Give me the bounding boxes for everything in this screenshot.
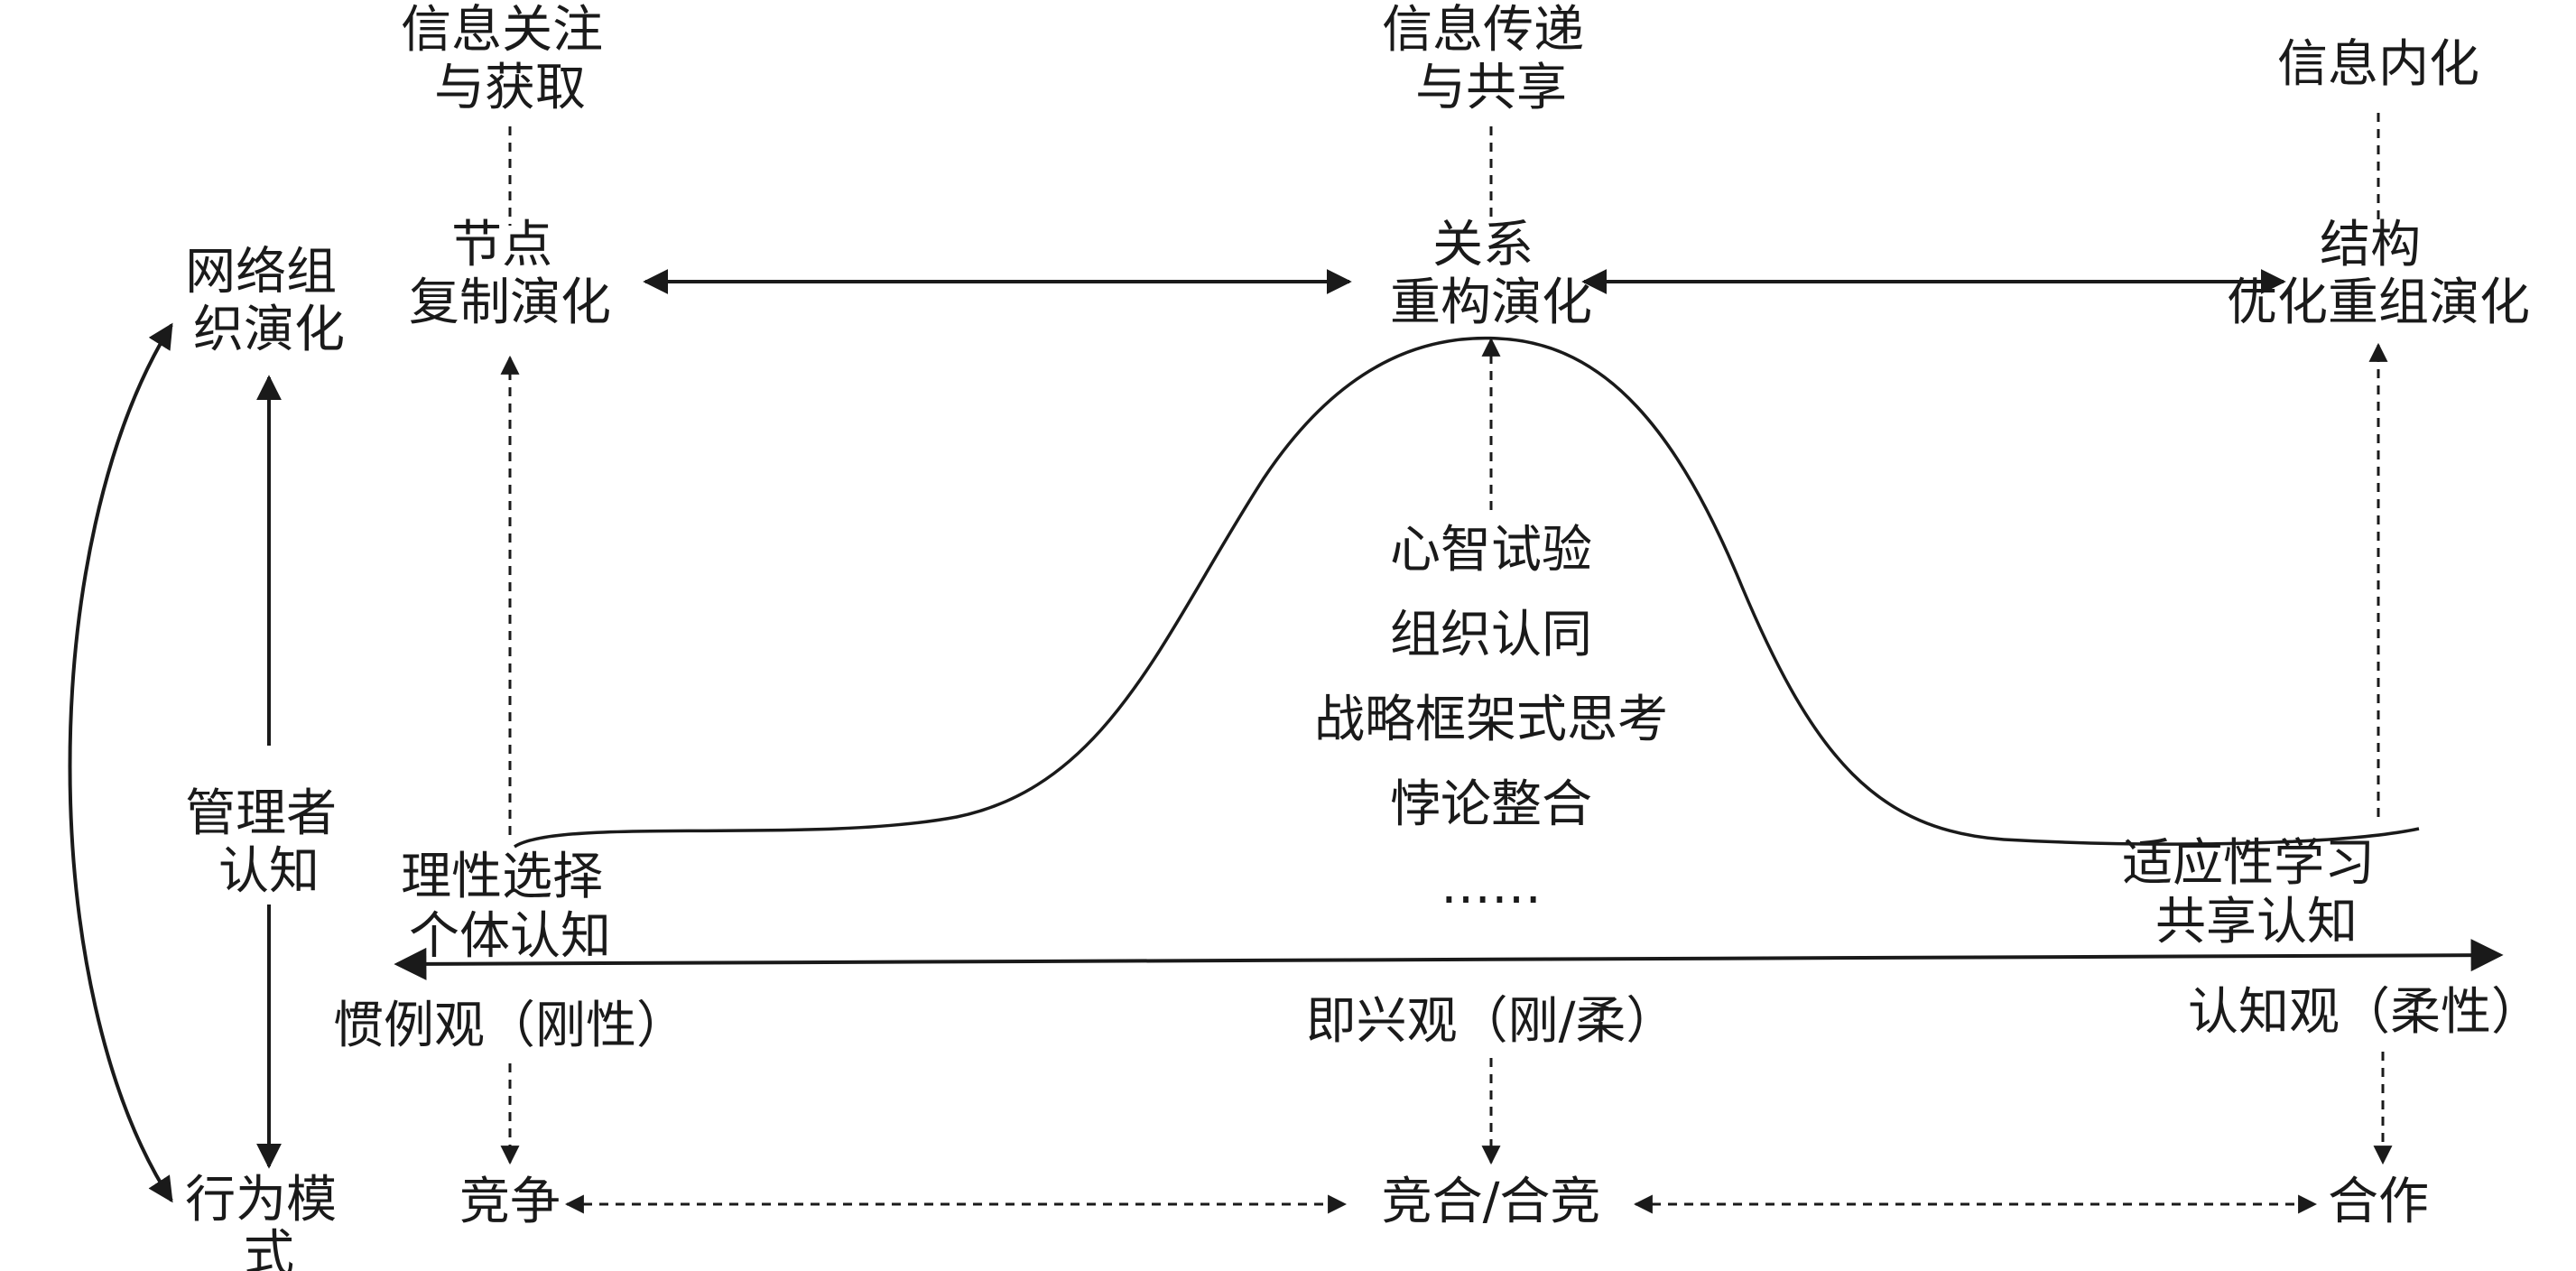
mind-experiment-label: 心智试验 xyxy=(1390,521,1592,580)
rigid-flexible-axis-arrow xyxy=(394,939,2504,980)
relation-restructure-label: 关系 重构演化 xyxy=(1390,216,1592,332)
rational-choice-label: 理性选择 个体认知 xyxy=(401,848,619,966)
cognition-bell-curve xyxy=(514,336,2420,849)
ellipsis-label: …… xyxy=(1441,857,1542,915)
info-transfer-label: 信息传递 与共享 xyxy=(1382,1,1600,117)
org-identity-label: 组织认同 xyxy=(1390,606,1592,664)
node-replication-label: 节点 复制演化 xyxy=(409,216,611,332)
improvisation-view-label: 即兴观（刚/柔） xyxy=(1306,992,1677,1051)
coopetition-label: 竞合/合竞 xyxy=(1382,1173,1601,1231)
structure-optimization-label: 结构 优化重组演化 xyxy=(2227,216,2530,332)
network-behavior-curved-arrow xyxy=(68,322,173,1203)
cooperation-label: 合作 xyxy=(2328,1173,2429,1231)
info-internalization-label: 信息内化 xyxy=(2277,35,2479,94)
paradox-integration-label: 悖论整合 xyxy=(1390,775,1592,834)
behavior-pattern-label: 行为模 式 xyxy=(185,1171,353,1271)
cognitive-view-label: 认知观（柔性） xyxy=(2188,983,2542,1042)
manager-cognition-label: 管理者 认知 xyxy=(185,784,353,901)
adaptive-learning-label: 适应性学习 共享认知 xyxy=(2122,834,2391,951)
strategic-framing-label: 战略框架式思考 xyxy=(1314,691,1668,749)
routine-view-label: 惯例观（刚性） xyxy=(333,997,687,1055)
competition-label: 竞争 xyxy=(459,1173,561,1231)
info-attention-label: 信息关注 与获取 xyxy=(401,1,619,117)
network-evolution-label: 网络组 织演化 xyxy=(185,243,353,359)
